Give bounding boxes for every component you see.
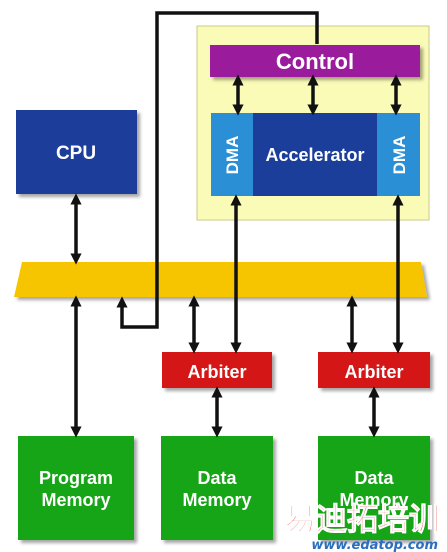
program-memory-label-line2: Memory (41, 490, 110, 510)
program-memory-label-line1: Program (39, 468, 113, 488)
watermark: 易迪拓培训 www.edatop.com (285, 502, 441, 552)
cpu-label: CPU (56, 143, 96, 164)
control-block (210, 45, 420, 77)
data-memory-right-block (318, 436, 430, 540)
data-memory-right-label-line1: Data (354, 468, 394, 488)
arbiter-right-label: Arbiter (344, 362, 403, 382)
data-memory-left-label-line2: Memory (182, 490, 251, 510)
watermark-text: 易迪拓培训 (285, 502, 440, 538)
control-bus-path (116, 11, 319, 329)
dma-right-label: DMA (390, 136, 409, 175)
data-memory-left-label-line1: Data (197, 468, 237, 488)
dma-left-label: DMA (223, 136, 242, 175)
dma-left-block (211, 113, 253, 196)
data-memory-left-block (161, 436, 273, 540)
accelerator-label: Accelerator (265, 145, 364, 165)
accelerator-block (253, 113, 377, 196)
arbiter-right-block (318, 352, 430, 388)
arbiter-left-label: Arbiter (187, 362, 246, 382)
cpu-block (16, 110, 137, 194)
data-memory-right-label-line2: Memory (339, 490, 408, 510)
watermark-url: www.edatop.com (311, 538, 438, 552)
control-label: Control (276, 49, 354, 74)
system-bus (14, 262, 427, 297)
program-memory-block (18, 436, 134, 540)
arbiter-left-block (162, 352, 272, 388)
connections (70, 11, 404, 438)
dma-right-block (377, 113, 420, 196)
